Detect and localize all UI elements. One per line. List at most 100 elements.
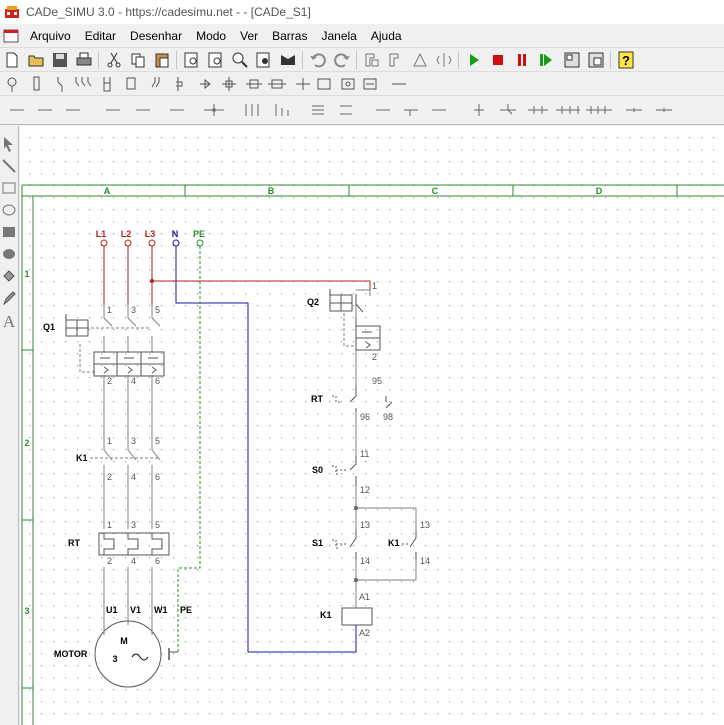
move-icon[interactable] [362,50,382,70]
select-arrow-icon[interactable] [0,134,18,154]
find-icon[interactable] [182,50,202,70]
print-icon[interactable] [74,50,94,70]
menu-janela[interactable]: Janela [321,29,357,43]
q1-breaker[interactable] [65,305,165,377]
paste-icon[interactable] [152,50,172,70]
new-icon[interactable] [2,50,22,70]
menu-modo[interactable]: Modo [196,29,227,43]
thermal-tool-icon[interactable] [176,77,183,91]
connector-tool-icon[interactable] [376,109,446,116]
q2-breaker[interactable] [329,289,381,351]
filled-rectangle-icon[interactable] [0,222,18,242]
open-icon[interactable] [26,50,46,70]
l3-terminal[interactable] [148,239,156,247]
menu-barras[interactable]: Barras [272,29,308,43]
double-tee-tool-icon[interactable] [528,106,548,114]
meter-tool-icon[interactable] [363,78,377,90]
n-terminal[interactable] [172,239,180,247]
save-icon[interactable] [50,50,70,70]
phase-l2-label: L2 [121,229,132,239]
fill-icon[interactable] [0,266,18,286]
coil-tool-icon[interactable] [296,78,310,90]
l1-terminal[interactable] [100,239,108,247]
parallel-wire-tool-icon[interactable] [245,104,259,116]
motor[interactable] [94,620,178,688]
svg-text:6: 6 [155,472,160,482]
find-next-icon[interactable] [206,50,226,70]
timer-tool-icon[interactable] [341,78,355,90]
zoom-in-icon[interactable] [254,50,274,70]
redo-icon[interactable] [332,50,352,70]
copy-icon[interactable] [128,50,148,70]
pause-icon[interactable] [512,50,532,70]
menu-editar[interactable]: Editar [84,29,117,43]
ground-tool-icon[interactable] [268,79,286,89]
quad-tee-tool-icon[interactable] [586,106,612,114]
svg-text:6: 6 [155,376,160,386]
s1-bottom-terminal: 14 [360,556,370,566]
menu-desenhar[interactable]: Desenhar [130,29,183,43]
rt-aux-contact[interactable] [332,386,393,412]
sensor-tool-icon[interactable] [317,78,331,90]
schematic: A B C D 1 2 3 L1 L2 L3 N PE [20,126,724,725]
svg-text:1: 1 [107,520,112,530]
step-wire-tool-icon[interactable] [275,104,289,116]
layout-icon[interactable] [562,50,582,70]
k1-power-contacts[interactable] [90,445,161,483]
l2-terminal[interactable] [124,239,132,247]
switch-tool-icon[interactable] [57,77,63,92]
motor-terminal-labels: U1 V1 W1 PE [106,605,192,615]
pen-icon[interactable] [0,288,18,308]
contactor-tool-icon[interactable] [126,77,136,90]
relay-tool-icon[interactable] [151,77,160,88]
diode-tool-icon[interactable] [200,78,211,90]
tee-tool-icon[interactable] [500,104,516,115]
node-tool-icon[interactable] [222,77,236,91]
menu-ver[interactable]: Ver [240,29,259,43]
flip-icon[interactable] [434,50,454,70]
filled-ellipse-icon[interactable] [0,244,18,264]
cut-icon[interactable] [104,50,124,70]
breaker-tool-icon[interactable] [103,77,111,92]
rotate-icon[interactable] [386,50,406,70]
k1-aux-contact[interactable] [402,530,417,560]
motor-label: MOTOR [54,649,88,659]
s0-stop-button[interactable] [332,456,357,486]
schematic-canvas[interactable]: A B C D 1 2 3 L1 L2 L3 N PE [20,126,724,725]
multi-wire-tool-icon[interactable] [312,105,352,115]
simulate-icon[interactable] [464,50,484,70]
menu-arquivo[interactable]: Arquivo [30,29,71,43]
mirror-icon[interactable] [410,50,430,70]
window-icon[interactable] [586,50,606,70]
ellipse-icon[interactable] [0,200,18,220]
cross-tool-icon[interactable] [474,104,484,116]
pe-terminal[interactable] [196,239,204,247]
q1-terminal-labels: 1 3 5 2 4 6 [107,305,160,386]
rectangle-icon[interactable] [0,178,18,198]
step-icon[interactable] [536,50,556,70]
zoom-out-icon[interactable] [278,50,298,70]
terminal-tool-icon[interactable] [246,79,262,89]
q2-bottom-terminal: 2 [372,352,377,362]
neutral-label: N [172,229,179,239]
line-draw-icon[interactable] [0,156,18,176]
triple-tee-tool-icon[interactable] [556,106,580,114]
stop-icon[interactable] [488,50,508,70]
triple-switch-tool-icon[interactable] [75,77,92,87]
menu-ajuda[interactable]: Ajuda [370,29,402,43]
k1-coil[interactable] [341,607,373,626]
document-icon[interactable] [3,29,19,43]
fuse-tool-icon[interactable] [33,76,40,91]
unlink-tool-icon[interactable] [656,108,672,112]
link-tool-icon[interactable] [626,108,642,112]
svg-text:PE: PE [180,605,192,615]
text-icon[interactable]: A [0,310,18,330]
lamp-tool-icon[interactable] [7,77,17,92]
s1-start-button[interactable] [332,530,357,560]
zoom-icon[interactable] [230,50,250,70]
motor-symbol: M [120,636,128,646]
rt-thermal-relay[interactable] [98,532,170,556]
help-icon[interactable]: ? [616,50,636,70]
undo-icon[interactable] [308,50,328,70]
svg-text:2: 2 [107,376,112,386]
